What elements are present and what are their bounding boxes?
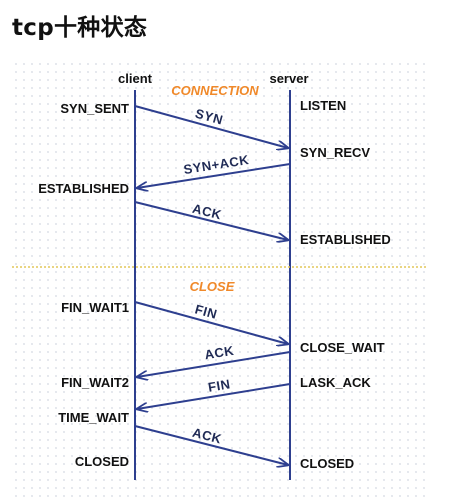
fin-arrow-2-label: FIN [207,376,232,394]
ack-arrow-3-label: ACK [191,425,224,447]
server-state-lask-ack: LASK_ACK [300,375,371,390]
client-state-time-wait: TIME_WAIT [58,410,129,425]
server-state-closed: CLOSED [300,456,354,471]
close-section-label: CLOSE [190,279,235,294]
connection-section-label: CONNECTION [171,83,259,98]
client-state-closed: CLOSED [75,454,129,469]
sequence-diagram-svg: client server CONNECTION CLOSE SYN_SENT … [12,71,428,480]
server-header: server [269,71,308,86]
ack-arrow-1-label: ACK [191,201,224,223]
fin-arrow-1-label: FIN [193,301,219,321]
ack-arrow-2 [137,351,291,377]
fin-arrow-2 [137,383,291,409]
tcp-state-diagram: client server CONNECTION CLOSE SYN_SENT … [12,60,428,500]
server-state-close-wait: CLOSE_WAIT [300,340,385,355]
client-state-established: ESTABLISHED [38,181,129,196]
server-state-established: ESTABLISHED [300,232,391,247]
syn-arrow [134,105,288,148]
ack-arrow-2-label: ACK [203,343,235,363]
server-state-listen: LISTEN [300,98,346,113]
client-header: client [118,71,153,86]
client-state-fin-wait1: FIN_WAIT1 [61,300,129,315]
syn-ack-arrow [137,163,291,188]
syn-arrow-label: SYN [194,106,225,128]
syn-ack-arrow-label: SYN+ACK [183,152,251,177]
client-state-fin-wait2: FIN_WAIT2 [61,375,129,390]
ack-arrow-1 [134,201,288,240]
fin-arrow-1 [134,301,288,344]
client-state-syn-sent: SYN_SENT [60,101,129,116]
page-title: tcp十种状态 [12,15,148,41]
server-state-syn-recv: SYN_RECV [300,145,370,160]
ack-arrow-3 [134,425,288,465]
